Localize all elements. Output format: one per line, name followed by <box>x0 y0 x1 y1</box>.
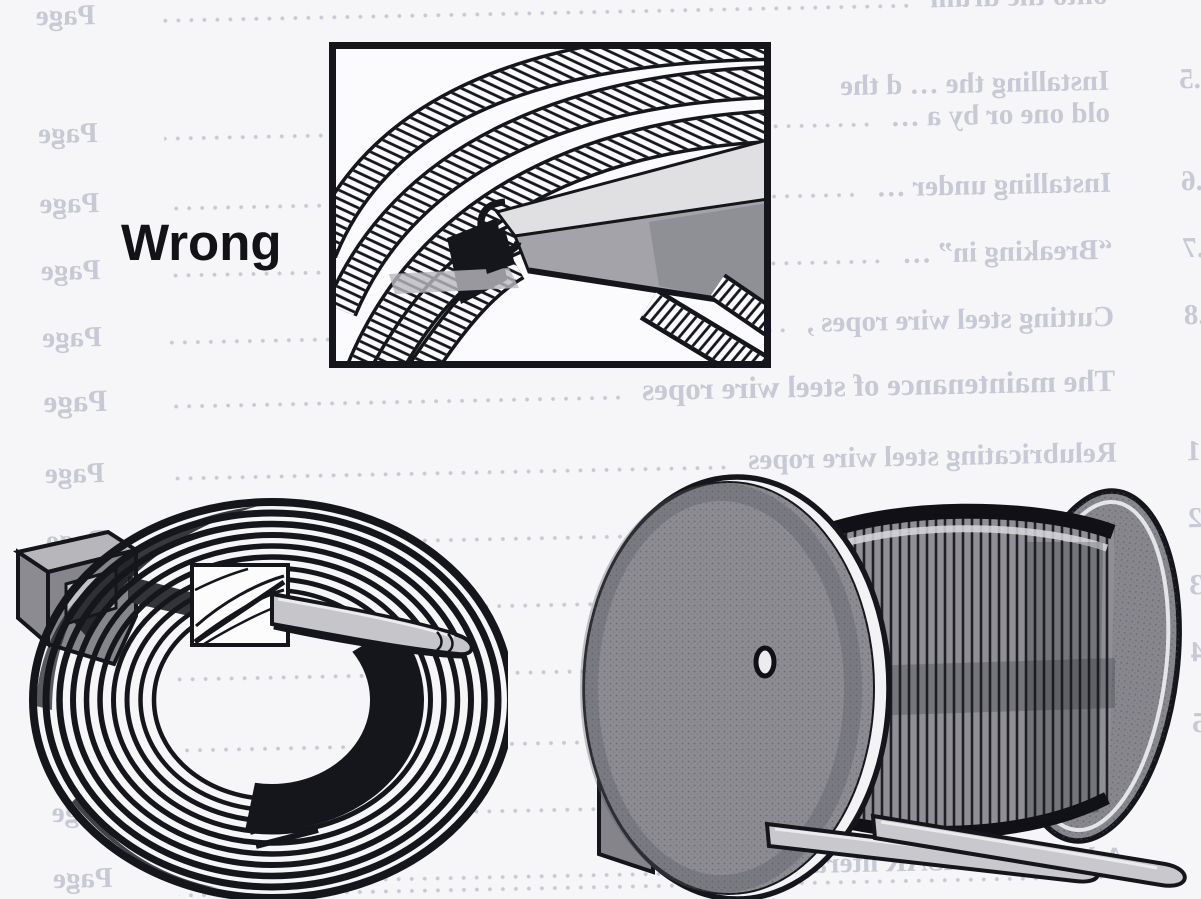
pry-levers <box>764 813 1187 888</box>
wrong-label: Wrong <box>121 214 282 271</box>
pry-bar <box>494 137 771 311</box>
toc-title: The maintenance of steel wire ropes <box>641 362 1116 408</box>
drum-near-flange <box>580 474 892 899</box>
coil-ink-smudges <box>36 506 258 888</box>
toc-title: onto the drum <box>930 0 1108 15</box>
toc-title: Installing under … <box>876 166 1112 204</box>
toc-section-number <box>1148 1 1201 3</box>
toc-section-number <box>1150 119 1201 121</box>
toc-section-number: 2.5 <box>1178 62 1201 96</box>
inset-detail-illustration <box>329 42 771 368</box>
lever-bar <box>270 591 474 659</box>
toc-page-label: Page <box>35 0 96 33</box>
toc-page-label <box>0 109 146 113</box>
hooked-strand <box>477 198 522 274</box>
toc-title: “Breaking in” … <box>901 233 1114 270</box>
toc-section-number: 3.1 <box>1186 434 1201 468</box>
toc-page-label: Page <box>44 456 105 491</box>
coil-with-lever-illustration <box>12 498 508 899</box>
drum-with-levers-illustration <box>580 474 1187 899</box>
toc-section-number: 2.6 <box>1180 164 1201 198</box>
toc-title: Cutting steel wire ropes , <box>806 300 1115 339</box>
toc-title: Installing the … d the <box>839 64 1110 103</box>
inner-shadow-crescent <box>245 625 424 830</box>
toc-title: Relubricating steel wire ropes <box>747 436 1118 477</box>
toc-section-number <box>1156 388 1201 390</box>
crescent-streaks <box>249 811 319 849</box>
toc-title: old one or by a … <box>890 96 1111 134</box>
toc-row: The maintenance of steel wire ropes Page <box>0 361 1201 421</box>
toc-page-label: Page <box>43 382 108 420</box>
gray-streak <box>389 268 519 294</box>
toc-dot-leader <box>161 2 913 24</box>
toc-page-label: Page <box>41 321 103 355</box>
toc-section-number: 2.8 <box>1183 298 1201 332</box>
toc-page-label: Page <box>37 117 99 151</box>
toc-row: onto the drum Page <box>0 0 1201 35</box>
toc-section-number: 2.7 <box>1182 231 1201 265</box>
toc-dot-leader <box>169 394 625 410</box>
inset-frame <box>329 42 771 368</box>
flange-hole <box>753 645 777 679</box>
